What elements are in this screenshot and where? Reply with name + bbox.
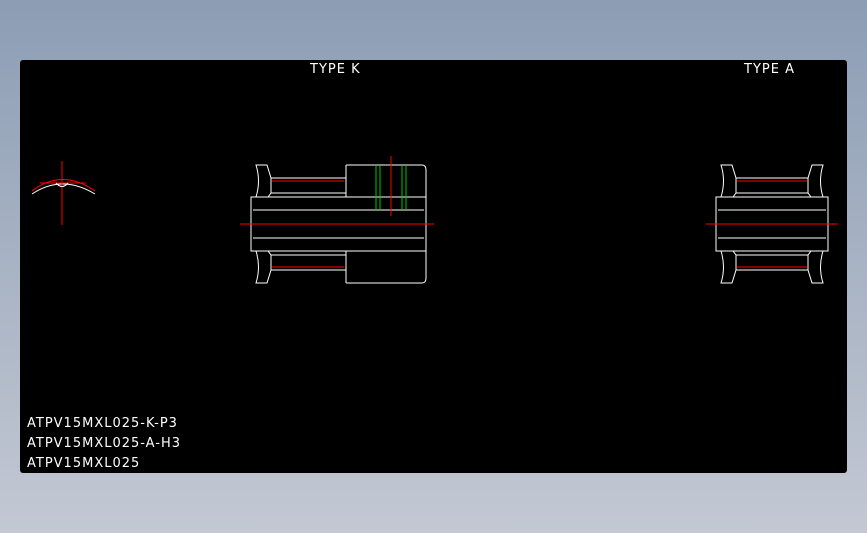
part-number-label: ATPV15MXL025 <box>27 456 141 471</box>
pulley-type-a <box>706 164 838 284</box>
cad-viewport[interactable]: TYPE K TYPE A ATPV15MXL025-K-P3 ATPV15MX… <box>20 60 847 473</box>
part-number-label: ATPV15MXL025-A-H3 <box>27 436 182 451</box>
type-k-heading: TYPE K <box>310 62 361 77</box>
pulley-type-k <box>240 156 434 284</box>
cad-drawing <box>31 156 838 284</box>
part-number-label: ATPV15MXL025-K-P3 <box>27 416 178 431</box>
tooth-profile-detail <box>31 161 96 225</box>
type-a-heading: TYPE A <box>744 62 795 77</box>
